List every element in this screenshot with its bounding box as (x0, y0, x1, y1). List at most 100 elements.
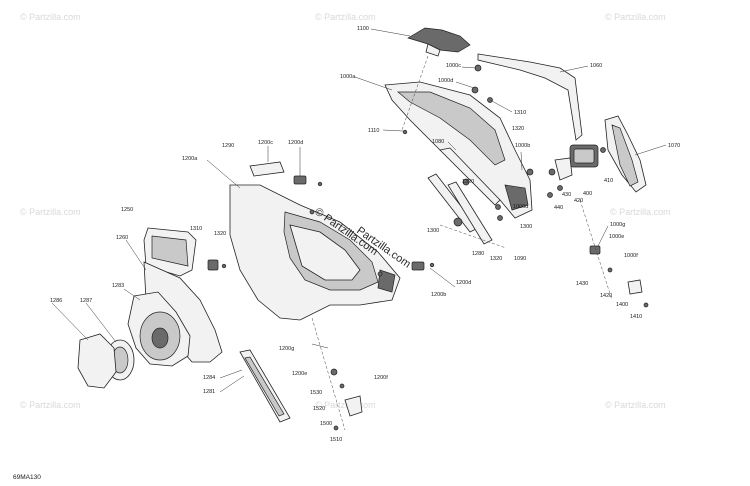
part-label-1200f: 1200f (374, 375, 388, 381)
part-label-1000d: 1000d (438, 78, 453, 84)
watermark-text: © Partzilla.com (20, 12, 81, 22)
clip-part (526, 168, 534, 176)
leader-line (311, 343, 329, 349)
part-label-1320: 1320 (512, 126, 524, 132)
leader-line (51, 302, 89, 341)
leader-line (634, 144, 667, 156)
clip-part (330, 368, 338, 376)
watermark-text: © Partzilla.com (605, 12, 666, 22)
clip-part (471, 86, 479, 94)
part-label-1200g: 1200g (279, 346, 294, 352)
part-label-1200d: 1200d (456, 280, 471, 286)
part-label-1320: 1320 (214, 231, 226, 237)
part-label-1410: 1410 (630, 314, 642, 320)
part-label-400: 400 (583, 191, 592, 197)
part-label-1000e: 1000e (609, 234, 624, 240)
part-label-1400: 1400 (616, 302, 628, 308)
gasket-frame-inner-part (244, 356, 285, 417)
leader-line (354, 76, 393, 91)
part-label-1000b: 1000b (515, 143, 530, 149)
screw-part (600, 147, 606, 153)
part-label-1080: 1080 (432, 139, 444, 145)
part-label-1510: 1510 (330, 437, 342, 443)
side-body-vent-part (377, 269, 396, 293)
speaker-center-part (151, 327, 169, 349)
part-label-1290: 1290 (222, 143, 234, 149)
assembly-line (311, 317, 346, 431)
upper-console-assembly (384, 27, 647, 245)
diagram-code: 69MA130 (13, 474, 41, 481)
screw-part (317, 181, 323, 187)
screw-part (547, 192, 553, 198)
part-label-1310: 1310 (190, 226, 202, 232)
watermark-text: © Partzilla.com (315, 400, 376, 410)
side-body-assembly (229, 161, 435, 321)
part-label-1200a: 1200a (182, 156, 198, 162)
leader-line (520, 151, 523, 171)
assembly-line (401, 55, 429, 131)
clip-part (207, 259, 219, 271)
part-labels: 1100 1000a 1000c 1000d 1060 1310 1320 11… (50, 26, 680, 443)
part-label-1287: 1287 (80, 298, 92, 304)
part-label-410: 410 (604, 178, 613, 184)
leader-line (370, 28, 411, 37)
windshield-strip-part (477, 53, 583, 141)
speaker-grille-part (77, 333, 117, 389)
part-label-1300: 1300 (427, 228, 439, 234)
part-label-1200d: 1200d (288, 140, 303, 146)
part-label-1200c: 1200c (258, 140, 273, 146)
part-label-1200b: 1200b (431, 292, 446, 298)
leader-line (489, 99, 513, 113)
assembly-lines (311, 55, 613, 431)
screw-part (402, 129, 408, 135)
clip-part (589, 245, 601, 255)
part-label-1000g: 1000g (610, 222, 625, 228)
gauge-cover-part (407, 27, 471, 53)
screw-part (309, 209, 315, 215)
clip-part (411, 261, 425, 271)
leader-line (429, 267, 456, 288)
watermark-layer: © Partzilla.com © Partzilla.com © Partzi… (20, 12, 671, 410)
leader-line (219, 369, 243, 379)
part-label-1260: 1260 (116, 235, 128, 241)
watermark-text: © Partzilla.com (20, 207, 81, 217)
leader-line (85, 302, 117, 343)
leader-lines (51, 28, 667, 393)
leader-line (455, 81, 475, 89)
side-panel-face-part (611, 124, 639, 187)
side-pocket-assembly (77, 227, 227, 389)
screw-part (429, 262, 435, 268)
leader-line (447, 141, 457, 151)
clip-part (497, 215, 503, 221)
part-label-430: 430 (562, 192, 571, 198)
part-label-1284: 1284 (203, 375, 215, 381)
part-label-1070: 1070 (668, 143, 680, 149)
part-label-1281: 1281 (203, 389, 215, 395)
screw-part (339, 383, 345, 389)
part-label-1000f: 1000f (624, 253, 638, 259)
part-label-1320: 1320 (490, 256, 502, 262)
leader-line (559, 65, 589, 73)
part-label-1500: 1500 (320, 421, 332, 427)
pocket-lid-face-part (151, 235, 189, 267)
leader-line (461, 66, 477, 69)
watermark-text: © Partzilla.com (20, 400, 81, 410)
side-body-inset-part (289, 224, 361, 281)
part-label-1000c: 1000c (446, 63, 461, 69)
part-label-1320: 1320 (462, 179, 474, 185)
screw-part (377, 271, 383, 277)
latch-bracket-part (344, 395, 363, 417)
gauge-cover-trim-part (425, 43, 441, 57)
switch-bracket-part (554, 157, 573, 181)
assembly-line (439, 224, 507, 249)
watermark-text: © Partzilla.com (605, 400, 666, 410)
small-pad-part (249, 161, 285, 177)
part-label-1060: 1060 (590, 63, 602, 69)
part-label-1530: 1530 (310, 390, 322, 396)
part-label-1100: 1100 (357, 26, 369, 32)
part-label-440: 440 (554, 205, 563, 211)
switch-module-face-part (573, 148, 595, 164)
part-label-420: 420 (574, 198, 583, 204)
part-label-1090: 1090 (514, 256, 526, 262)
